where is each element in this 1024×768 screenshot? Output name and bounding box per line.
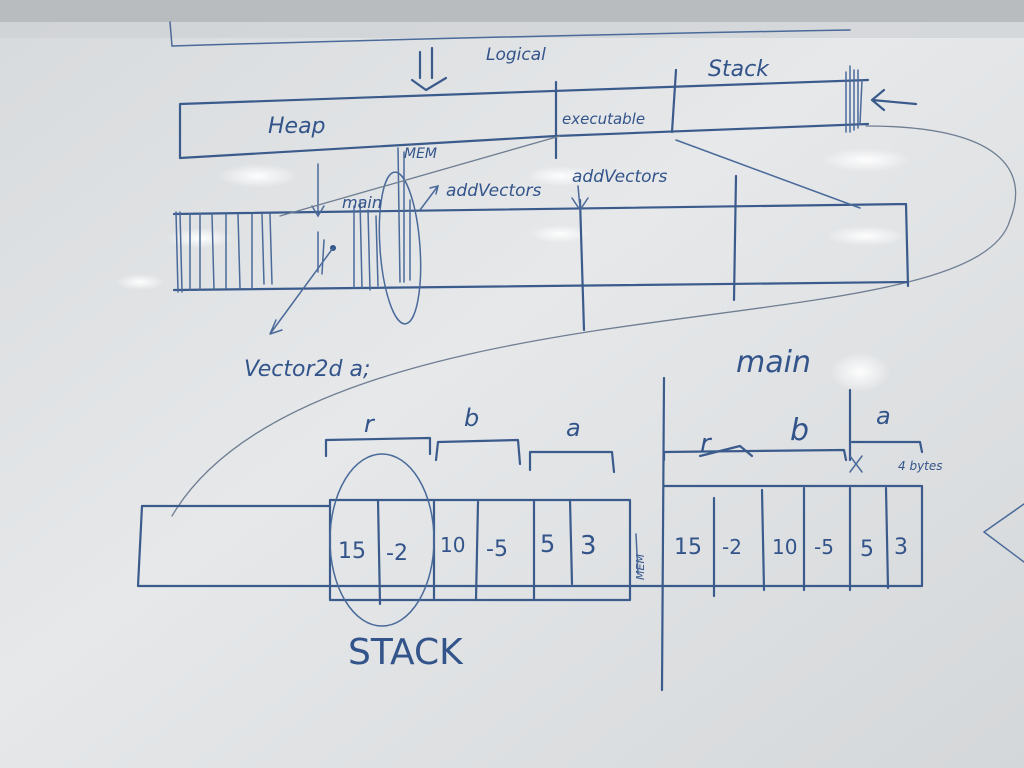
stack-bottom-label: STACK <box>348 632 464 673</box>
main-cell: -2 <box>722 535 742 559</box>
left-cell: 15 <box>338 539 366 564</box>
main-cell: -5 <box>814 535 834 559</box>
main-title-label: main <box>736 345 811 380</box>
main-cell: 3 <box>894 535 908 560</box>
main-cell: 5 <box>860 537 874 562</box>
left-frame-cells: 15 -2 10 -5 5 3 <box>338 530 597 566</box>
light-reflections <box>116 148 910 392</box>
bracket-label-b-main: b <box>790 413 809 448</box>
connector-curve <box>171 125 1017 517</box>
pointer-arrow-icon-2 <box>269 247 334 335</box>
stack-top-label: Stack <box>708 57 770 82</box>
vector2d-label: Vector2d a; <box>244 357 370 382</box>
right-edge-arrow-icon <box>982 503 1024 563</box>
frame-divider-line <box>660 376 666 692</box>
up-arrow-icon <box>419 184 440 211</box>
left-cell: 10 <box>440 533 465 557</box>
middle-memory-strip: MEM main addVectors addVectors <box>172 135 910 335</box>
left-cell: -5 <box>486 537 508 562</box>
left-frame-brackets: r b a <box>324 404 616 474</box>
stack-bar-outline <box>136 484 924 588</box>
bracket-label-a-main: a <box>876 402 891 430</box>
bracket-label-r-main: r <box>700 429 713 459</box>
main-cell: 15 <box>674 535 702 560</box>
bracket-label-a-left: a <box>566 414 581 442</box>
logical-arrow-icon <box>410 46 448 92</box>
main-upper-label: main <box>342 193 382 212</box>
left-cell: -2 <box>386 541 408 566</box>
pointer-arrow-icon <box>870 88 918 112</box>
addvectors-label-2: addVectors <box>572 167 667 187</box>
bracket-label-r-left: r <box>364 410 376 438</box>
mem-label: MEM <box>404 146 437 162</box>
bracket-label-b-left: b <box>464 404 479 432</box>
stack-cell-ellipse <box>329 453 435 627</box>
left-cell: 3 <box>580 531 597 561</box>
down-arrow-icon <box>311 163 325 218</box>
left-cell: 5 <box>540 530 555 558</box>
logical-memory-bar: Logical Stack Heap executable <box>169 21 1017 517</box>
executable-label: executable <box>562 110 645 128</box>
addvectors-label-1: addVectors <box>446 181 541 201</box>
main-frame-cells: 15 -2 10 -5 5 3 <box>674 535 908 562</box>
main-frame-brackets: r b a 4 bytes <box>662 388 943 473</box>
left-frame-box <box>328 498 632 602</box>
main-cell: 10 <box>772 535 797 559</box>
board-top-frame <box>0 0 1024 22</box>
main-frame-dividers <box>712 486 890 598</box>
left-frame-marker: MEM <box>634 554 647 580</box>
heap-label: Heap <box>268 114 326 139</box>
down-arrow-icon-2 <box>571 185 589 212</box>
bytes-label: 4 bytes <box>898 459 943 473</box>
logical-label: Logical <box>486 45 546 65</box>
